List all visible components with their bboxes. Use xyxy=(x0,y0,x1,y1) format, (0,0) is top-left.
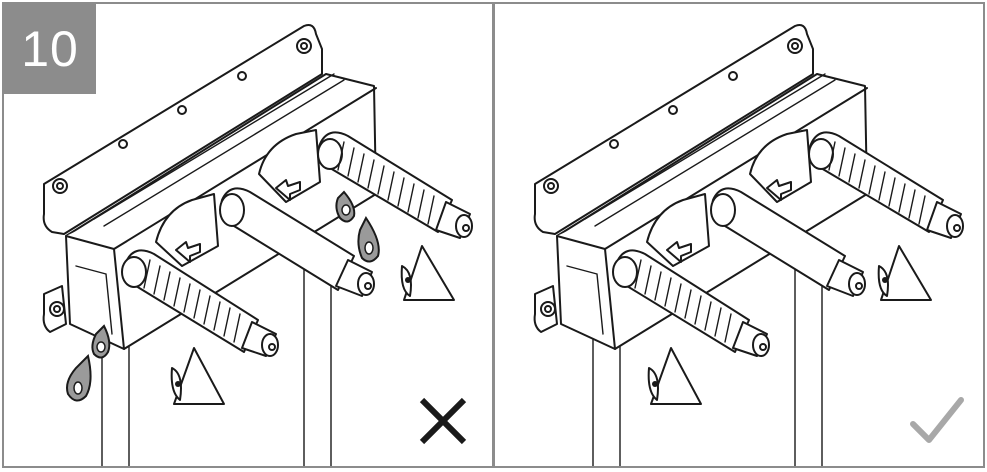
threaded-pipe-upper xyxy=(808,131,964,239)
inspect-eye-icon xyxy=(647,347,702,405)
threaded-pipe-upper xyxy=(317,131,473,239)
inspect-eye-icon xyxy=(170,347,225,405)
threaded-pipe-lower xyxy=(121,249,279,357)
leak-drop-icon xyxy=(66,190,380,402)
step-panel-correct xyxy=(493,2,985,468)
cross-icon xyxy=(419,397,467,445)
threaded-pipe-lower xyxy=(612,249,770,357)
valve-illustration-correct xyxy=(533,24,964,466)
mount-screw-icon xyxy=(540,38,803,317)
step-number-badge: 10 xyxy=(4,4,96,94)
smooth-pipe-middle xyxy=(219,187,375,297)
valve-illustration-incorrect xyxy=(42,24,473,466)
step-panel-incorrect: 10 xyxy=(2,2,494,468)
inspect-eye-icon xyxy=(877,245,932,301)
smooth-pipe-middle xyxy=(710,187,866,297)
inspect-eye-icon xyxy=(400,245,455,301)
checkmark-icon xyxy=(910,397,964,443)
mount-screw-icon xyxy=(49,38,312,317)
